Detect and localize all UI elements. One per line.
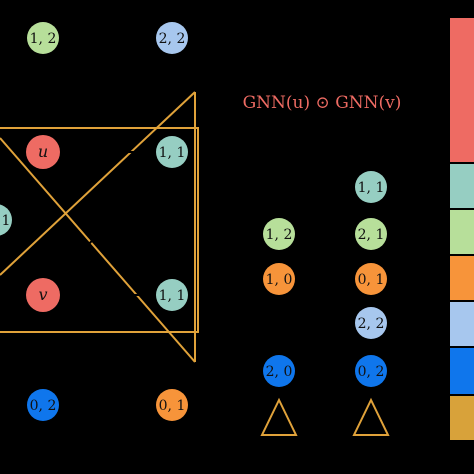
node-circle <box>263 218 295 250</box>
node-circle <box>355 263 387 295</box>
node-label: 1, 0 <box>266 272 293 288</box>
column-a-node: 2, 0 <box>263 355 295 387</box>
node-circle <box>263 355 295 387</box>
node-circle <box>156 389 188 421</box>
node-label: 2, 2 <box>159 31 186 47</box>
legend-segment-green <box>450 210 474 254</box>
node-circle <box>0 204 12 236</box>
column-b-node: 2, 2 <box>355 307 387 339</box>
legend-segment-orange <box>450 256 474 300</box>
node-label: 1, 2 <box>30 31 57 47</box>
edge-outline <box>0 91 196 276</box>
node-circle <box>156 22 188 54</box>
formula-label: GNN(u) ⊙ GNN(v) <box>243 93 402 113</box>
node-label: 0, 1 <box>159 398 186 414</box>
node-circle <box>156 279 188 311</box>
node-v: v <box>26 278 60 312</box>
edge <box>42 151 173 296</box>
node-label: 1, 1 <box>159 288 186 304</box>
triangle-icon <box>260 397 298 436</box>
legend-segment-gold <box>450 396 474 440</box>
column-b-node: 0, 1 <box>355 263 387 295</box>
node-label: 2, 1 <box>358 227 385 243</box>
node-label: 0, 2 <box>358 364 385 380</box>
node-label: 1, 1 <box>358 180 385 196</box>
column-b: 1, 1 2, 1 0, 1 2, 2 0, 2 <box>352 171 390 436</box>
node-circle <box>26 135 60 169</box>
node-label: 0, 2 <box>30 398 57 414</box>
node-circle <box>27 389 59 421</box>
node-label: v <box>38 285 47 304</box>
node-0-1: 0, 1 <box>156 389 188 421</box>
column-a: 1, 2 1, 0 2, 0 <box>260 218 298 436</box>
column-a-node: 1, 2 <box>263 218 295 250</box>
legend-segment-blue <box>450 348 474 394</box>
node-label: 1 <box>2 213 11 229</box>
node-2-2: 2, 2 <box>156 22 188 54</box>
node-label: 1, 1 <box>159 145 186 161</box>
node-label: 2, 2 <box>358 316 385 332</box>
node-label: u <box>38 142 48 161</box>
node-circle <box>263 263 295 295</box>
node-1-1-top: 1, 1 <box>156 136 188 168</box>
legend-segment-red <box>450 18 474 162</box>
column-b-node: 2, 1 <box>355 218 387 250</box>
left-graph-nodes: 1, 2 2, 2 u 1, 1 1 v 1, 1 0, 2 <box>0 22 188 421</box>
subgraph-box <box>0 127 199 333</box>
graph-edges <box>42 151 173 296</box>
subgraph-outline <box>0 91 199 363</box>
legend-segment-light-blue <box>450 302 474 346</box>
triangle-icon <box>352 397 390 436</box>
column-b-node: 1, 1 <box>355 171 387 203</box>
column-b-node: 0, 2 <box>355 355 387 387</box>
legend-segment-teal <box>450 164 474 208</box>
node-circle <box>27 22 59 54</box>
node-1-2: 1, 2 <box>27 22 59 54</box>
color-legend-bar <box>450 18 474 440</box>
node-circle <box>26 278 60 312</box>
node-circle <box>355 171 387 203</box>
node-label: 1, 2 <box>266 227 293 243</box>
node-circle <box>156 136 188 168</box>
edge-outline <box>0 137 196 363</box>
node-1-1-bottom: 1, 1 <box>156 279 188 311</box>
node-partial-left: 1 <box>0 204 12 236</box>
node-label: 2, 0 <box>266 364 293 380</box>
node-0-2: 0, 2 <box>27 389 59 421</box>
node-label: 0, 1 <box>358 272 385 288</box>
node-circle <box>355 307 387 339</box>
node-circle <box>355 218 387 250</box>
node-u: u <box>26 135 60 169</box>
column-a-node: 1, 0 <box>263 263 295 295</box>
node-circle <box>355 355 387 387</box>
